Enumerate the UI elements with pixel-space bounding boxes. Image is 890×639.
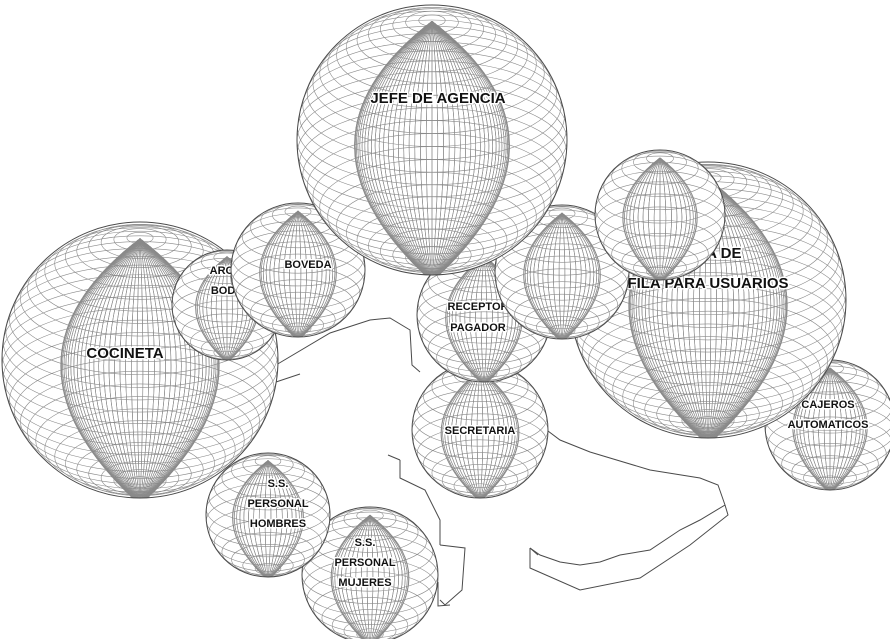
label-line: PAGADOR [450,322,505,334]
label-line: JEFE DE AGENCIA [370,90,505,107]
label-line: AUTOMATICOS [788,419,869,431]
label-line: SECRETARIA [445,425,516,437]
sphere-mesh [302,507,438,639]
label-receptor-pagador: RECEPTOR PAGADOR [448,301,509,334]
sphere-body [495,205,629,339]
floor-plan-outline [275,317,729,607]
label-line: S.S. [268,478,289,490]
sphere-outline [205,452,331,578]
sphere-outline [296,4,568,276]
label-boveda: BOVEDA [284,259,331,271]
sphere-s-s-personal-hombres: S.S. PERSONAL HOMBRES [205,452,331,578]
label-cajeros-automaticos: CAJEROS AUTOMATICOS [788,399,869,431]
label-line: BOVEDA [284,259,331,271]
label-secretaria: SECRETARIA [445,425,516,437]
sphere-mesh [595,150,725,280]
sphere-s-s-personal-mujeres: S.S. PERSONAL MUJERES [301,506,439,639]
label-line: S.S. [355,537,376,549]
label-line: PERSONAL [247,498,308,510]
sphere-outline [301,506,439,639]
sphere-mesh [495,205,629,339]
sphere-jefe-de-agencia: JEFE DE AGENCIA [296,4,568,276]
sphere-mesh [231,203,365,337]
label-line: COCINETA [86,345,163,362]
sphere-body [231,203,365,337]
sphere-outline [1,221,279,499]
sphere-secretaria: SECRETARIA [411,361,549,499]
label-line: MUJERES [338,577,391,589]
label-line: CAJEROS [801,399,854,411]
sphere-cocineta: COCINETA [1,221,279,499]
label-line: RECEPTOR [448,301,509,313]
sphere-mesh [297,7,567,275]
sphere-body [412,362,548,498]
sphere-outline [594,149,726,281]
label-cocineta: COCINETA [86,345,163,362]
sphere-unlabeled-sphere-behind-fila [594,149,726,281]
sphere-body [302,507,438,639]
sphere-unlabeled-sphere-behind-receptor [494,204,630,340]
label-line: HOMBRES [250,518,306,530]
label-s-s-personal-hombres: S.S. PERSONAL HOMBRES [247,478,308,530]
sphere-body [206,453,330,577]
label-jefe-de-agencia: JEFE DE AGENCIA [370,90,505,107]
sphere-outline [230,202,366,338]
label-s-s-personal-mujeres: S.S. PERSONAL MUJERES [334,537,395,589]
label-line: PERSONAL [334,557,395,569]
sphere-mesh [206,453,330,577]
sphere-mesh [2,224,278,498]
sphere-boveda: BOVEDA [230,202,366,338]
